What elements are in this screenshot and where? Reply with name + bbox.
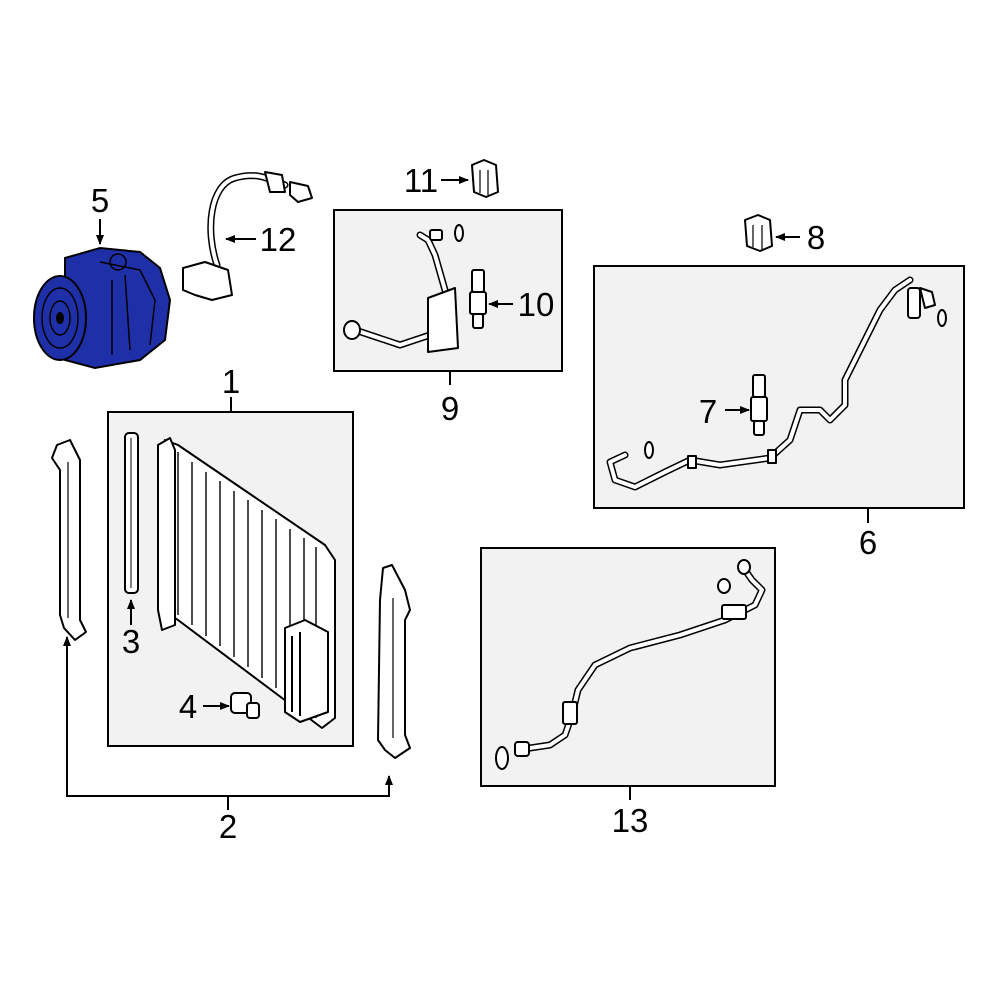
side-bracket-left[interactable] [51, 439, 87, 641]
ac-compressor[interactable] [33, 246, 172, 370]
service-cap-11[interactable] [471, 159, 499, 198]
liquid-line-group-box [593, 265, 965, 509]
discharge-hose[interactable] [182, 171, 313, 301]
callout-3: 3 [122, 623, 140, 660]
callout-9: 9 [441, 390, 459, 427]
suction-line-9[interactable] [343, 224, 464, 353]
service-cap-8[interactable] [744, 214, 773, 252]
drain-plug[interactable] [230, 692, 260, 719]
callout-10: 10 [518, 286, 555, 323]
pressure-sensor-7[interactable] [750, 374, 768, 436]
side-bracket-right[interactable] [377, 564, 411, 759]
callout-11: 11 [404, 162, 438, 199]
liquid-line-6[interactable] [606, 276, 947, 491]
receiver-drier-rod[interactable] [124, 432, 139, 594]
callout-2: 2 [219, 808, 237, 845]
callout-12: 12 [260, 221, 297, 258]
callout-1: 1 [222, 363, 240, 400]
callout-6: 6 [859, 524, 877, 561]
condenser-part[interactable] [157, 437, 336, 729]
callout-5: 5 [91, 182, 109, 219]
hose-13[interactable] [495, 559, 766, 770]
pressure-switch-10[interactable] [469, 269, 487, 329]
callout-13: 13 [612, 802, 649, 839]
callout-7: 7 [699, 393, 717, 430]
callout-8: 8 [807, 219, 825, 256]
callout-4: 4 [179, 688, 197, 725]
